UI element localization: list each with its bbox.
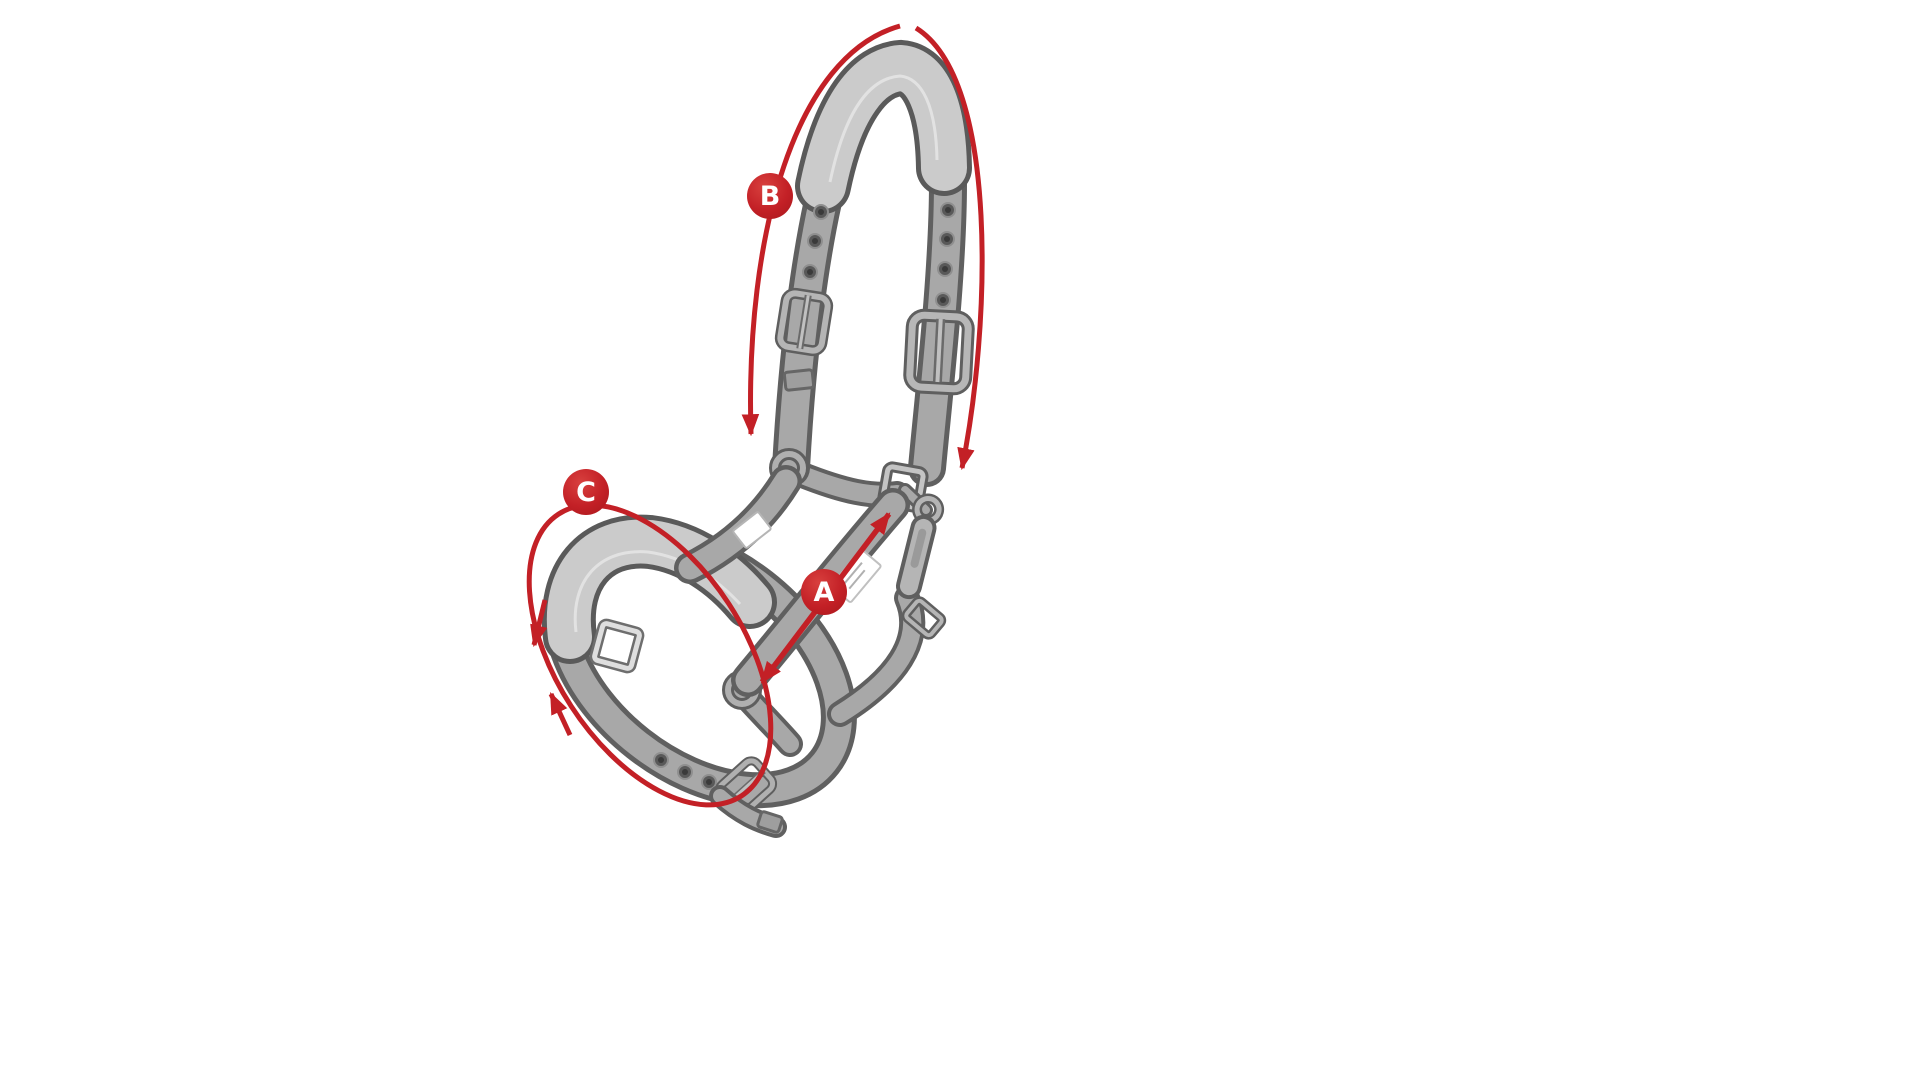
crown-buckle-right xyxy=(903,308,975,396)
marker-label-a: A xyxy=(813,576,835,608)
crown-buckle-left xyxy=(774,287,834,357)
marker-badge-a: A xyxy=(801,569,847,615)
noseband-square-ring xyxy=(589,618,645,674)
crown-strap-keeper-left xyxy=(782,368,816,392)
jaw-strap-adjuster xyxy=(901,596,947,640)
marker-label-b: B xyxy=(759,180,781,212)
snap-hook xyxy=(895,493,945,600)
measurement-arc-b xyxy=(741,23,985,471)
marker-badge-b: B xyxy=(747,173,793,219)
marker-label-c: C xyxy=(576,476,596,508)
marker-badge-c: C xyxy=(563,469,609,515)
noseband-strap-tail xyxy=(720,796,783,833)
measurement-ellipse-c xyxy=(526,502,774,808)
